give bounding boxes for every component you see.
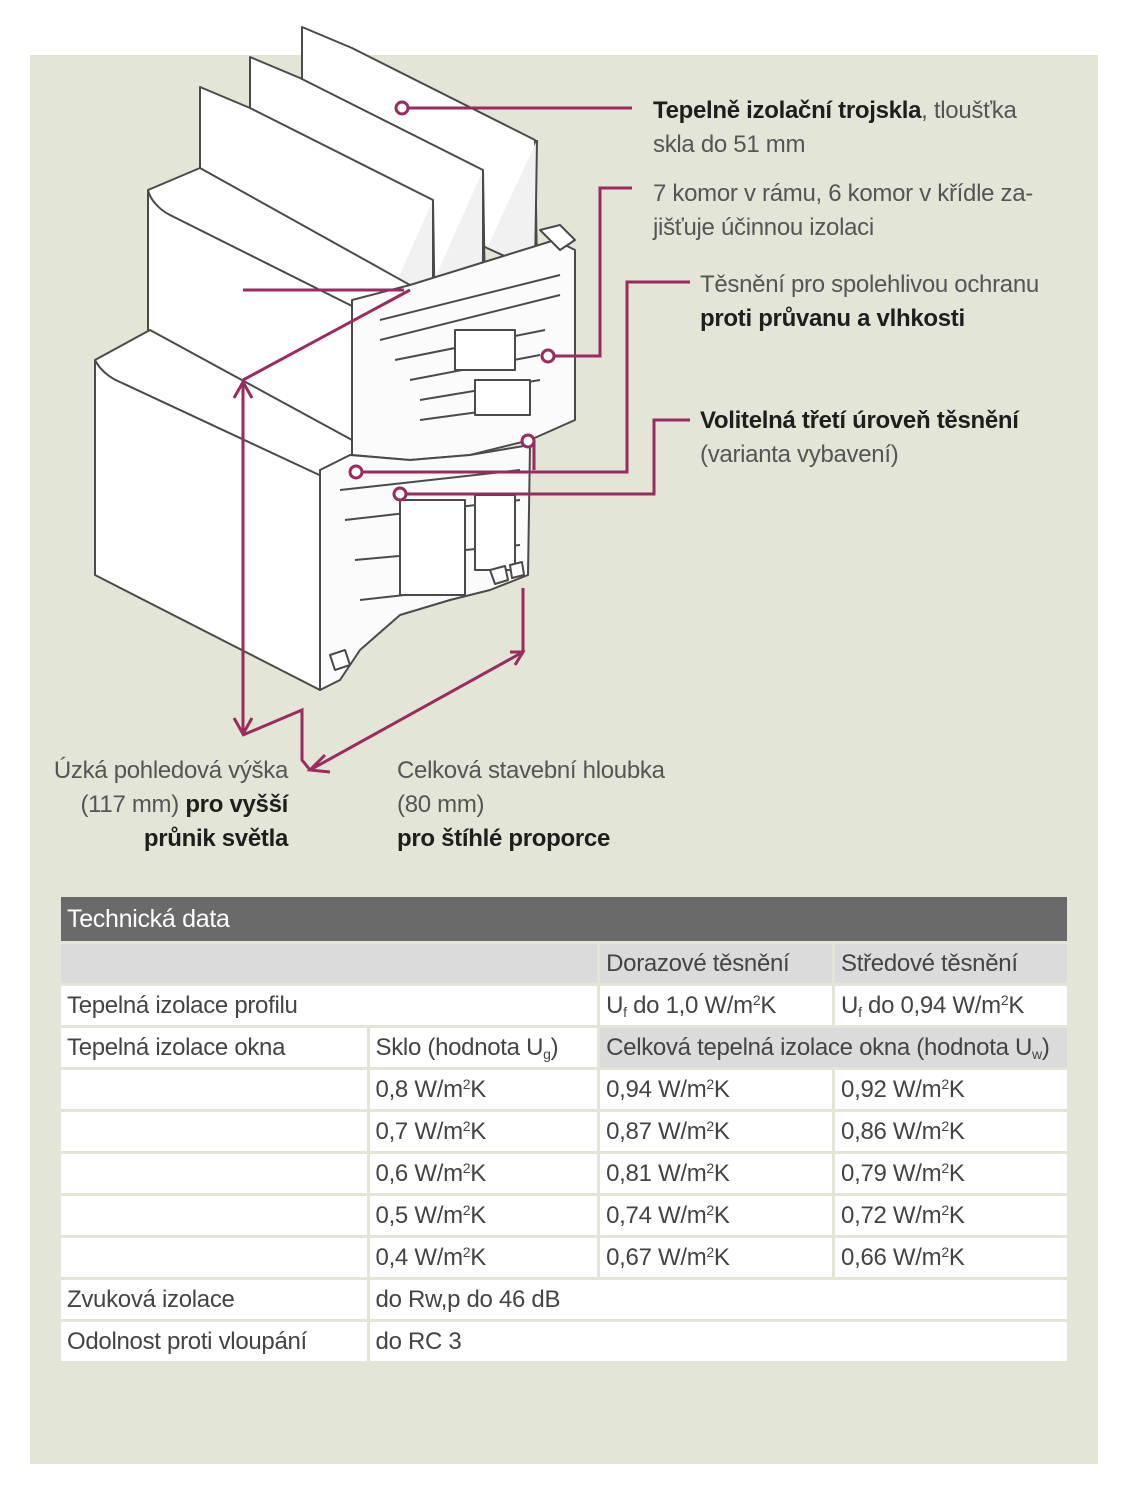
callout-glass-rest: , tloušťka xyxy=(921,97,1017,124)
dorazove-value-text: 0,67 W/m xyxy=(606,1243,707,1271)
glass-value-text: 0,4 W/m xyxy=(375,1243,464,1271)
dorazove-value: 0,81 W/m2K xyxy=(600,1154,833,1193)
callout-chambers-line2: jišťuje účinnou izolaci xyxy=(653,214,874,241)
glass-value-text: 0,6 W/m xyxy=(375,1159,464,1187)
dorazove-value-text: 0,94 W/m xyxy=(606,1075,707,1103)
glass-value: 0,6 W/m2K xyxy=(369,1154,598,1193)
empty-cell xyxy=(61,1196,367,1235)
callout-third-seal-line1: Volitelná třetí úroveň těsnění xyxy=(700,407,1019,434)
burglary-label: Odolnost proti vloupání xyxy=(61,1322,367,1361)
sound-value: do Rw,p do 46 dB xyxy=(369,1280,1067,1319)
table-row-window-header: Tepelná izolace okna Sklo (hodnota Ug) C… xyxy=(61,1028,1067,1067)
stredove-value-text: 0,79 W/m xyxy=(841,1159,942,1187)
stredove-value: 0,72 W/m2K xyxy=(835,1196,1067,1235)
callout-glass-line2: skla do 51 mm xyxy=(653,131,806,158)
burglary-value: do RC 3 xyxy=(369,1322,1067,1361)
glass-header: Sklo (hodnota Ug) xyxy=(369,1028,598,1067)
table-row-profile: Tepelná izolace profilu Uf do 1,0 W/m2K … xyxy=(61,986,1067,1025)
table-row-burglary: Odolnost proti vloupání do RC 3 xyxy=(61,1322,1067,1361)
empty-cell xyxy=(61,1070,367,1109)
header-empty-cell xyxy=(61,944,598,983)
glass-value: 0,5 W/m2K xyxy=(369,1196,598,1235)
dorazove-value: 0,94 W/m2K xyxy=(600,1070,833,1109)
callout-depth-line3: pro štíhlé proporce xyxy=(397,825,610,852)
overall-header: Celková tepelná izolace okna (hodnota Uw… xyxy=(600,1028,1067,1067)
callout-glass: Tepelně izolační trojskla, tloušťka skla… xyxy=(653,94,1017,162)
header-dorazove: Dorazové těsnění xyxy=(600,944,833,983)
glass-value-text: 0,7 W/m xyxy=(375,1117,464,1145)
empty-cell xyxy=(61,1238,367,1277)
dorazove-value: 0,87 W/m2K xyxy=(600,1112,833,1151)
glass-value: 0,7 W/m2K xyxy=(369,1112,598,1151)
table-header-row: Dorazové těsnění Středové těsnění xyxy=(61,944,1067,983)
callout-marker-glass xyxy=(394,100,410,116)
callout-height-line2a: (117 mm) xyxy=(80,791,186,818)
dorazove-value-text: 0,81 W/m xyxy=(606,1159,707,1187)
callout-seal-line2: proti průvanu a vlhkosti xyxy=(700,305,965,332)
callout-seal-line1: Těsnění pro spolehlivou ochranu xyxy=(700,271,1039,298)
stredove-value-text: 0,66 W/m xyxy=(841,1243,942,1271)
profile-uf-stredove: Uf do 0,94 W/m2K xyxy=(835,986,1067,1025)
callout-depth-line1: Celková stavební hloubka xyxy=(397,757,665,784)
table-title: Technická data xyxy=(61,897,1067,941)
callout-marker-seal xyxy=(348,464,364,480)
stredove-value: 0,66 W/m2K xyxy=(835,1238,1067,1277)
technical-data-table: Technická data Dorazové těsnění Středové… xyxy=(58,894,1070,1364)
callout-depth: Celková stavební hloubka (80 mm) pro ští… xyxy=(397,754,665,856)
profile-label: Tepelná izolace profilu xyxy=(61,986,598,1025)
stredove-value-text: 0,92 W/m xyxy=(841,1075,942,1103)
callout-chambers: 7 komor v rámu, 6 komor v křídle za- jiš… xyxy=(653,177,1033,245)
dorazove-value-text: 0,74 W/m xyxy=(606,1201,707,1229)
callout-sight-height: Úzká pohledová výška (117 mm) pro vyšší … xyxy=(54,754,288,856)
callout-glass-bold: Tepelně izolační trojskla xyxy=(653,97,922,124)
callout-depth-line2: (80 mm) xyxy=(397,791,485,818)
glass-value-text: 0,8 W/m xyxy=(375,1075,464,1103)
empty-cell xyxy=(61,1112,367,1151)
table-row: 0,6 W/m2K 0,81 W/m2K 0,79 W/m2K xyxy=(61,1154,1067,1193)
callout-marker-seal-2 xyxy=(520,433,536,449)
stredove-value: 0,92 W/m2K xyxy=(835,1070,1067,1109)
glass-value: 0,4 W/m2K xyxy=(369,1238,598,1277)
stredove-value: 0,79 W/m2K xyxy=(835,1154,1067,1193)
table-row: 0,7 W/m2K 0,87 W/m2K 0,86 W/m2K xyxy=(61,1112,1067,1151)
table-title-row: Technická data xyxy=(61,897,1067,941)
dorazove-value-text: 0,87 W/m xyxy=(606,1117,707,1145)
table-row-sound: Zvuková izolace do Rw,p do 46 dB xyxy=(61,1280,1067,1319)
callout-marker-third-seal xyxy=(392,486,408,502)
profile-uf1-text: do 1,0 W/m xyxy=(633,991,753,1019)
sound-label: Zvuková izolace xyxy=(61,1280,367,1319)
table-row: 0,5 W/m2K 0,74 W/m2K 0,72 W/m2K xyxy=(61,1196,1067,1235)
profile-uf-dorazove: Uf do 1,0 W/m2K xyxy=(600,986,833,1025)
callout-height-line3: průnik světla xyxy=(143,825,288,852)
empty-cell xyxy=(61,1154,367,1193)
table-row: 0,4 W/m2K 0,67 W/m2K 0,66 W/m2K xyxy=(61,1238,1067,1277)
table-row: 0,8 W/m2K 0,94 W/m2K 0,92 W/m2K xyxy=(61,1070,1067,1109)
overall-header-text: Celková tepelná izolace okna (hodnota U xyxy=(606,1033,1033,1061)
glass-value: 0,8 W/m2K xyxy=(369,1070,598,1109)
callout-height-line2b: pro vyšší xyxy=(185,791,288,818)
callout-seal: Těsnění pro spolehlivou ochranu proti pr… xyxy=(700,268,1039,336)
window-label: Tepelná izolace okna xyxy=(61,1028,367,1067)
dorazove-value: 0,74 W/m2K xyxy=(600,1196,833,1235)
dorazove-value: 0,67 W/m2K xyxy=(600,1238,833,1277)
stredove-value-text: 0,86 W/m xyxy=(841,1117,942,1145)
profile-uf2-text: do 0,94 W/m xyxy=(868,991,1001,1019)
callout-marker-chambers xyxy=(540,348,556,364)
callout-third-seal-line2: (varianta vybavení) xyxy=(700,441,899,468)
glass-value-text: 0,5 W/m xyxy=(375,1201,464,1229)
glass-header-text: Sklo (hodnota U xyxy=(375,1033,544,1061)
callout-chambers-line1: 7 komor v rámu, 6 komor v křídle za- xyxy=(653,180,1033,207)
callout-third-seal: Volitelná třetí úroveň těsnění (varianta… xyxy=(700,404,1019,472)
callout-height-line1: Úzká pohledová výška xyxy=(53,757,288,784)
header-stredove: Středové těsnění xyxy=(835,944,1067,983)
stredove-value-text: 0,72 W/m xyxy=(841,1201,942,1229)
window-profile-illustration xyxy=(94,26,690,774)
stredove-value: 0,86 W/m2K xyxy=(835,1112,1067,1151)
